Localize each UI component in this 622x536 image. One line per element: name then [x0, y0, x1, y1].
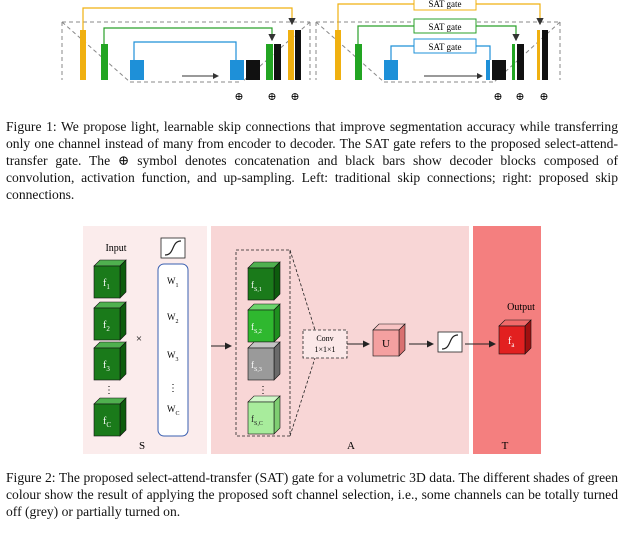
conv-kernel-label: 1×1×1: [314, 345, 335, 354]
weight-1: W1: [167, 276, 179, 289]
sat-gate-label: SAT gate: [428, 42, 461, 52]
svg-text:f3: f3: [103, 360, 110, 373]
svg-text:fS,C: fS,C: [251, 414, 263, 427]
weights-box: [157, 263, 189, 437]
output-label: Output: [507, 302, 535, 313]
sigmoid-icon: [437, 331, 463, 353]
panel-a-label: A: [347, 440, 355, 452]
sat-gate-box: SAT gate: [413, 18, 477, 34]
times-symbol: ×: [136, 333, 142, 345]
selected-cube-c: fS,C: [247, 395, 281, 435]
svg-text:fS,1: fS,1: [251, 280, 262, 293]
concat-symbol: ⊕: [267, 91, 276, 103]
selected-features-box: [235, 249, 291, 437]
input-cube-2: f2: [93, 301, 127, 341]
unet-traditional: ⊕ ⊕ ⊕: [61, 7, 311, 103]
concat-symbol: ⊕: [290, 91, 299, 103]
u-label: U: [382, 338, 390, 350]
selected-cube-1: fS,1: [247, 261, 281, 301]
conv-label: Conv: [316, 334, 333, 343]
concat-symbol: ⊕: [234, 91, 243, 103]
svg-text:fC: fC: [103, 416, 111, 429]
selected-cube-3: fS,3: [247, 341, 281, 381]
selected-cube-2: fS,2: [247, 303, 281, 343]
u-block: U: [372, 323, 406, 357]
input-cube-c: fC: [93, 397, 127, 437]
input-label: Input: [105, 243, 126, 254]
concat-symbol: ⊕: [515, 91, 524, 103]
figure-1-diagram: ⊕ ⊕ ⊕ SAT gate SAT gate SAT gate: [61, 0, 561, 103]
weight-2: W2: [167, 312, 179, 325]
figure-1-caption: Figure 1: We propose light, learnable sk…: [6, 119, 618, 202]
unet-proposed: SAT gate SAT gate SAT gate ⊕ ⊕ ⊕: [315, 0, 561, 103]
input-cube-1: f1: [93, 259, 127, 299]
output-cube: fa: [498, 319, 532, 355]
figure-2-diagram: S A T Input f1 f2 f3 ⋮ fC × W1 W2 W3 ⋮ W…: [83, 226, 541, 454]
vdots: ⋮: [168, 383, 178, 394]
svg-text:fa: fa: [508, 336, 515, 349]
panel-s-label: S: [139, 440, 145, 452]
sat-gate-label: SAT gate: [428, 22, 461, 32]
input-cube-3: f3: [93, 341, 127, 381]
sat-gate-label: SAT gate: [428, 0, 461, 9]
sigmoid-icon: [160, 237, 186, 259]
figure-2-caption: Figure 2: The proposed select-attend-tra…: [6, 470, 618, 519]
concat-symbol: ⊕: [493, 91, 502, 103]
panel-t-label: T: [502, 440, 509, 452]
svg-text:f2: f2: [103, 320, 110, 333]
svg-text:fS,2: fS,2: [251, 322, 262, 335]
weight-c: WC: [167, 404, 180, 417]
vdots: ⋮: [258, 385, 268, 396]
sat-gate-box: SAT gate: [413, 38, 477, 54]
sat-gate-box: SAT gate: [413, 0, 477, 11]
weight-3: W3: [167, 350, 179, 363]
svg-text:fS,3: fS,3: [251, 360, 262, 373]
concat-symbol: ⊕: [539, 91, 548, 103]
svg-text:f1: f1: [103, 278, 110, 291]
vdots: ⋮: [104, 385, 114, 396]
